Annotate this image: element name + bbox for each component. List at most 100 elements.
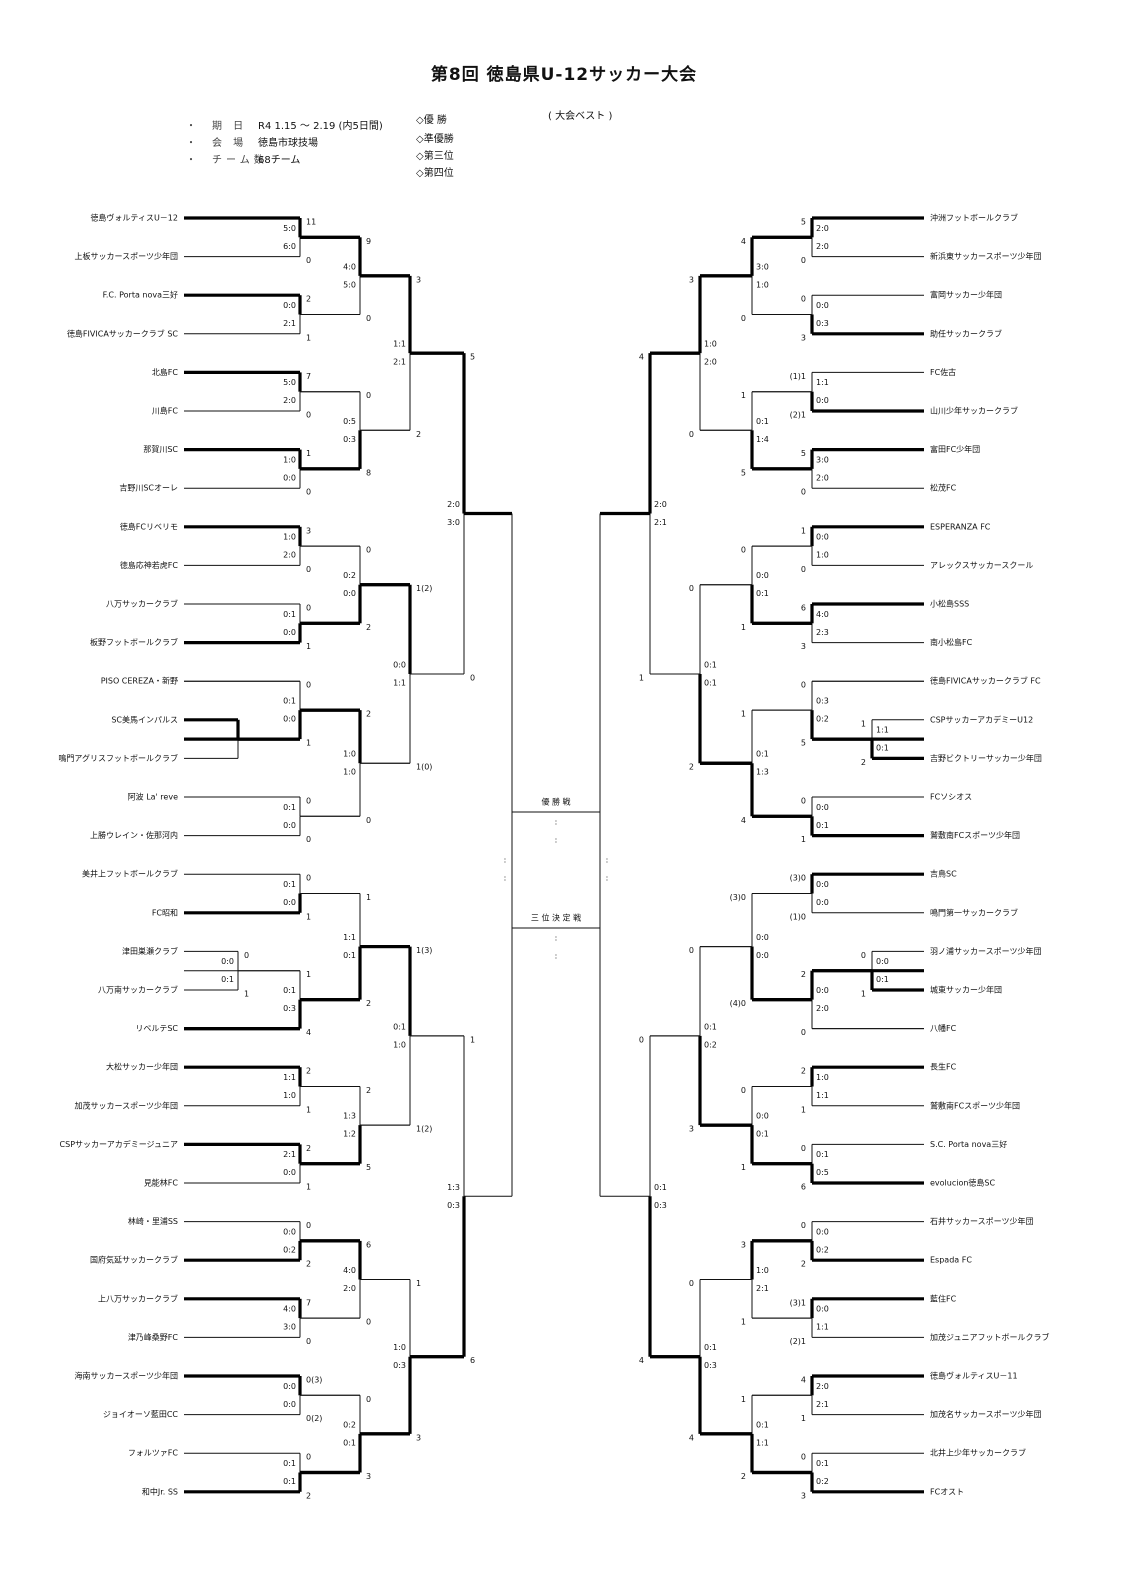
team-name-left-28: 上八万サッカークラブ: [98, 1293, 178, 1303]
right-r1-m14-score-top: 4: [801, 1376, 806, 1385]
right-r1-m13-pk1: 0:0: [816, 1305, 829, 1314]
right-r4-m1-pk1: 0:1: [654, 1183, 667, 1192]
right-r1-m0-pk1: 2:0: [816, 224, 829, 233]
team-name-left-19: 津田巣瀬クラブ: [122, 946, 178, 956]
left-r3-m3-score-top: 1: [416, 1279, 421, 1288]
right-r1-m14-pk2: 2:1: [816, 1400, 829, 1409]
left-r2-m6-pk2: 2:0: [343, 1284, 356, 1293]
left-r1-m7-pk2: 0:0: [283, 821, 296, 830]
team-name-right-5: 山川少年サッカークラブ: [930, 406, 1018, 416]
result-third: ◇第三位: [416, 151, 454, 162]
left-r2-m0-score-bottom: 0: [366, 314, 371, 323]
left-r3-m3-pk2: 0:3: [393, 1361, 406, 1370]
right-r2-m6-pk2: 2:1: [756, 1284, 769, 1293]
left-r4-m1-pk1: 1:3: [447, 1183, 460, 1192]
right-r2-m1-score-bottom: 5: [741, 468, 746, 477]
right-r4-m0-score-top: 4: [639, 353, 644, 362]
team-name-right-26: 石井サッカースポーツ少年団: [930, 1216, 1033, 1226]
left-r4-m0-pk1: 2:0: [447, 500, 460, 509]
left-playin-bottom: 1: [244, 990, 249, 999]
team-name-left-12: PISO CEREZA・新野: [101, 676, 178, 686]
right-r1-m4-pk2: 1:0: [816, 551, 829, 560]
left-r4-m1-pk2: 0:3: [447, 1201, 460, 1210]
left-r1-m7-score-top: 0: [306, 797, 311, 806]
right-r1-m1-score-bottom: 3: [801, 333, 806, 342]
right-r1-m8-score-top: (3)0: [790, 874, 806, 883]
right-r1-m11-pk2: 0:5: [816, 1168, 829, 1177]
right-r2-m4-pk2: 0:0: [756, 951, 769, 960]
result-winner: ◇優 勝: [416, 115, 447, 126]
left-r1-m11-score-top: 2: [306, 1144, 311, 1153]
final-score2: :: [555, 836, 558, 845]
right-r1-m13-pk2: 1:1: [816, 1323, 829, 1332]
team-name-right-27: Espada FC: [930, 1256, 972, 1265]
team-name-left-15: 阿波 La' reve: [128, 792, 178, 802]
team-name-left-3: 徳島FIVICAサッカークラブ SC: [67, 328, 178, 338]
left-r2-m4-pk2: 0:1: [343, 951, 356, 960]
left-r1-m4-score-top: 3: [306, 526, 311, 535]
right-r1-m6-pk1: 0:3: [816, 697, 829, 706]
left-r1-m12-score-top: 0: [306, 1221, 311, 1230]
left-playin-s2: 0:1: [221, 975, 234, 984]
left-r2-m0-score-top: 9: [366, 237, 371, 246]
right-r3-m2-score-bottom: 3: [689, 1125, 694, 1134]
team-name-right-30: 徳島ヴォルティスU－11: [930, 1371, 1018, 1381]
team-name-left-4: 北島FC: [152, 367, 179, 377]
left-r1-m3-pk2: 0:0: [283, 473, 296, 482]
right-r1-m4-score-top: 1: [801, 526, 806, 535]
team-name-right-13: CSPサッカーアカデミーU12: [930, 714, 1033, 724]
right-r1-m6-score-bottom: 5: [801, 739, 806, 748]
left-r2-m2-pk1: 0:2: [343, 571, 356, 580]
right-r1-m3-pk2: 2:0: [816, 473, 829, 482]
right-r1-m9-score-top: 2: [801, 970, 806, 979]
right-r2-m6-pk1: 1:0: [756, 1266, 769, 1275]
right-r2-m4-pk1: 0:0: [756, 933, 769, 942]
final-label: 優 勝 戦: [541, 797, 570, 807]
left-r2-m7-pk1: 0:2: [343, 1420, 356, 1429]
left-r2-m3-pk1: 1:0: [343, 750, 356, 759]
team-name-left-20: 八万南サッカークラブ: [98, 985, 178, 995]
right-r1-m12-pk1: 0:0: [816, 1227, 829, 1236]
left-r1-m3-score-bottom: 0: [306, 488, 311, 497]
left-r1-m14-score-bottom: 0(2): [306, 1414, 322, 1423]
left-r1-m9-score-top: 1: [306, 970, 311, 979]
final-side-colon-l1: :: [504, 856, 507, 865]
right-playin2-top: 0: [861, 951, 866, 960]
right-playin-s1: 1:1: [876, 726, 889, 735]
right-r2-m5-pk1: 0:0: [756, 1112, 769, 1121]
team-name-left-2: F.C. Porta nova三好: [103, 290, 178, 300]
right-r1-m7-pk2: 0:1: [816, 821, 829, 830]
team-name-right-22: 長生FC: [930, 1062, 957, 1072]
right-r1-m7-score-bottom: 1: [801, 835, 806, 844]
right-r1-m14-score-bottom: 1: [801, 1414, 806, 1423]
left-r1-m11-score-bottom: 1: [306, 1183, 311, 1192]
right-r3-m2-score-top: 0: [689, 946, 694, 955]
team-name-left-1: 上板サッカースポーツ少年団: [75, 251, 178, 261]
right-r1-m8-score-bottom: (1)0: [790, 912, 806, 921]
left-r2-m5-pk2: 1:2: [343, 1130, 356, 1139]
left-r1-m4-pk2: 2:0: [283, 551, 296, 560]
left-r2-m5-pk1: 1:3: [343, 1112, 356, 1121]
right-playin2-s1: 0:0: [876, 957, 889, 966]
right-r1-m2-pk1: 1:1: [816, 378, 829, 387]
right-r2-m0-pk1: 3:0: [756, 262, 769, 271]
left-r1-m15-score-top: 0: [306, 1453, 311, 1462]
left-r2-m7-pk2: 0:1: [343, 1438, 356, 1447]
right-r1-m11-score-bottom: 6: [801, 1183, 806, 1192]
left-r1-m9-pk2: 0:3: [283, 1004, 296, 1013]
left-r1-m8-score-top: 0: [306, 874, 311, 883]
right-r1-m15-score-top: 0: [801, 1453, 806, 1462]
team-name-right-25: evolucion徳島SC: [930, 1178, 996, 1188]
left-r1-m13-score-top: 7: [306, 1298, 311, 1307]
left-r1-m2-pk1: 5:0: [283, 378, 296, 387]
team-name-right-6: 富田FC少年団: [930, 444, 980, 454]
left-r1-m4-pk1: 1:0: [283, 533, 296, 542]
right-r4-m0-pk2: 2:1: [654, 518, 667, 527]
right-r2-m7-score-bottom: 2: [741, 1472, 746, 1481]
left-r2-m1-score-top: 0: [366, 391, 371, 400]
page-title: 第8回 徳島県U-12サッカー大会: [430, 65, 698, 85]
final-score: :: [555, 818, 558, 827]
team-name-left-27: 国府気延サッカークラブ: [90, 1255, 178, 1265]
right-r3-m2-pk1: 0:1: [704, 1022, 717, 1031]
